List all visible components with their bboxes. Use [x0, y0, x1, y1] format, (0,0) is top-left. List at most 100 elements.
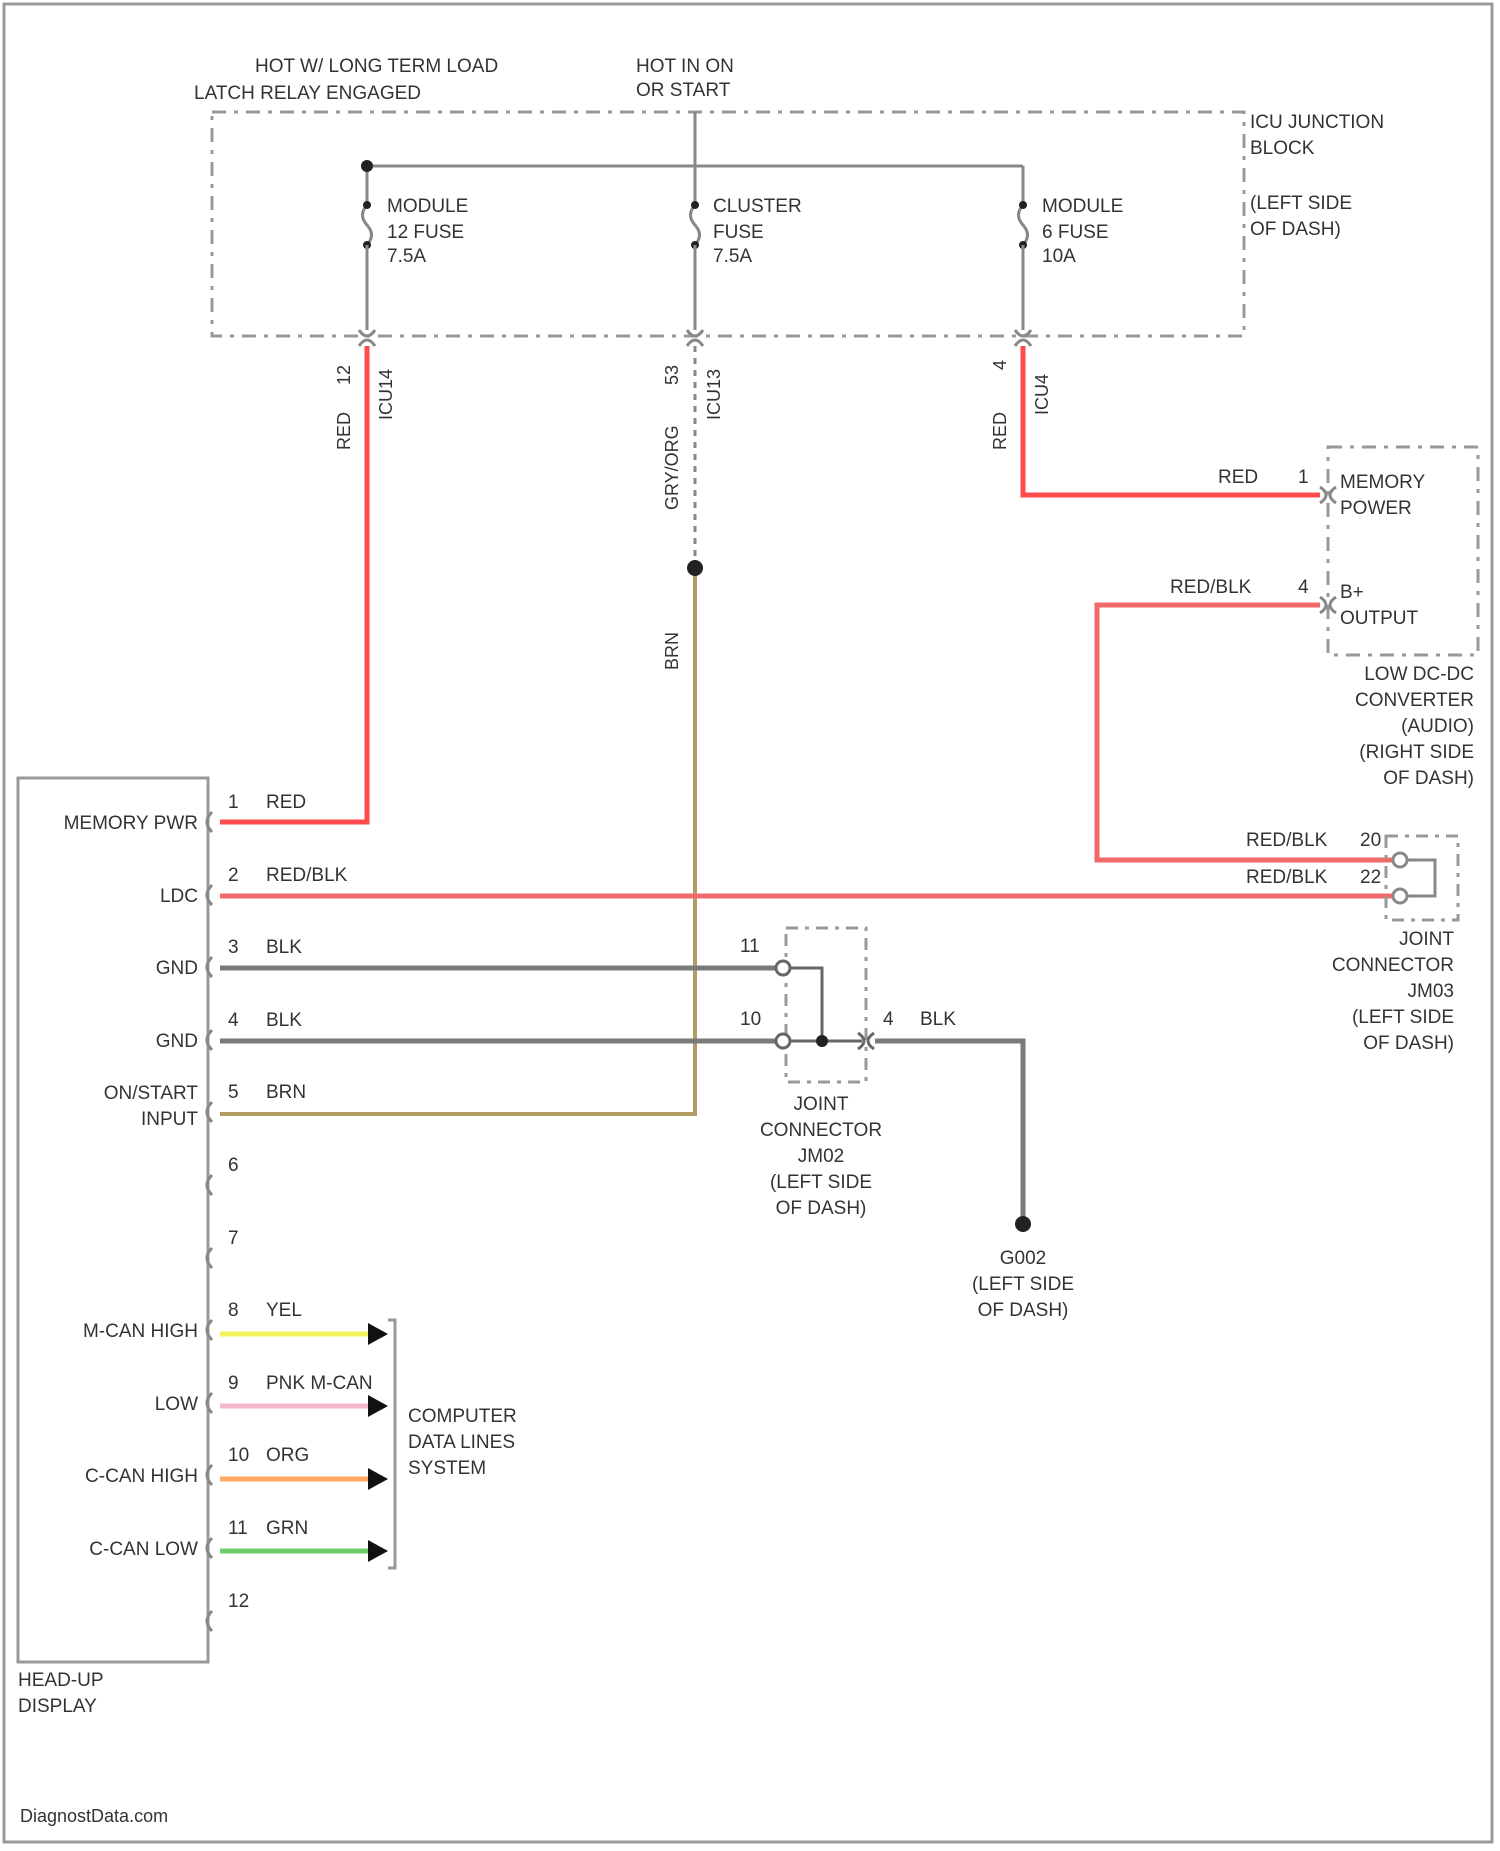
fuse-2-line-3: 7.5A: [713, 246, 752, 267]
hud-pin-label: INPUT: [141, 1109, 198, 1130]
junction-location-2: OF DASH): [1250, 219, 1341, 240]
hud-pin-wire: BLK: [266, 1010, 302, 1031]
out-3-pin: 4: [990, 360, 1010, 370]
ground-point: [1015, 1216, 1031, 1232]
terminal-icu13: [687, 330, 703, 346]
hud-pin-wire: RED: [266, 792, 306, 813]
hud-pin-label: MEMORY PWR: [64, 813, 198, 834]
junction-location-1: (LEFT SIDE: [1250, 193, 1352, 214]
fuse-2-line-2: FUSE: [713, 222, 764, 243]
data-system-3: SYSTEM: [408, 1458, 486, 1479]
junction-title-1: ICU JUNCTION: [1250, 112, 1384, 133]
out-1-connector: ICU14: [376, 369, 396, 420]
converter-pin2-label-1: B+: [1340, 582, 1364, 603]
wire-blk-to-ground: [875, 1041, 1023, 1222]
converter-pin1-label-1: MEMORY: [1340, 472, 1425, 493]
hud-pin-label: GND: [156, 958, 198, 979]
watermark: DiagnostData.com: [20, 1806, 168, 1826]
out-3-connector: ICU4: [1032, 374, 1052, 415]
hud-pin-number: 8: [228, 1300, 239, 1321]
joint-mid-name-2: CONNECTOR: [760, 1120, 882, 1141]
joint-right-name-3: JM03: [1408, 981, 1454, 1002]
hud-pin-number: 12: [228, 1591, 249, 1612]
hud-pin-label: C-CAN HIGH: [85, 1466, 198, 1487]
hud-pin-number: 3: [228, 937, 239, 958]
hud-pin-number: 1: [228, 792, 239, 813]
hud-pin-label: ON/START: [104, 1083, 199, 1104]
feed-mid-line-1: HOT IN ON: [636, 56, 734, 77]
terminal-icu14: [359, 330, 375, 346]
joint-right-name-5: OF DASH): [1363, 1033, 1454, 1054]
hud-pin-label: LDC: [160, 886, 198, 907]
hud-pin-label: C-CAN LOW: [89, 1539, 198, 1560]
data-lines-bracket: [388, 1320, 395, 1568]
fuse-1-line-3: 7.5A: [387, 246, 426, 267]
terminal-icu4: [1015, 330, 1031, 346]
hud-pin-wire: ORG: [266, 1445, 309, 1466]
joint-right-name-1: JOINT: [1399, 929, 1454, 950]
converter-name-2: CONVERTER: [1355, 690, 1474, 711]
fuse-3-line-3: 10A: [1042, 246, 1076, 267]
joint-mid-box: [786, 928, 866, 1082]
fuse-module-6: [1019, 201, 1028, 330]
hud-pin-number: 2: [228, 865, 239, 886]
hud-name-1: HEAD-UP: [18, 1670, 104, 1691]
converter-pin2-label-2: OUTPUT: [1340, 608, 1419, 629]
joint-mid-bridge: [780, 968, 862, 1041]
joint-mid-num-4: 4: [883, 1009, 894, 1030]
outer-frame: [4, 4, 1492, 1842]
hud-pin-wire: PNK M-CAN: [266, 1373, 373, 1394]
hud-pin-wire: BRN: [266, 1082, 306, 1103]
joint-mid-name-3: JM02: [798, 1146, 844, 1167]
hud-pin-number: 11: [228, 1518, 248, 1539]
joint-mid-name-4: (LEFT SIDE: [770, 1172, 872, 1193]
junction-title-2: BLOCK: [1250, 138, 1315, 159]
hud-pin-label: M-CAN HIGH: [83, 1321, 198, 1342]
fuse-3-line-2: 6 FUSE: [1042, 222, 1109, 243]
converter-pin2-wire: RED/BLK: [1170, 577, 1252, 598]
joint-right-name-2: CONNECTOR: [1332, 955, 1454, 976]
converter-pin1-label-2: POWER: [1340, 498, 1412, 519]
joint-mid-name-5: OF DASH): [776, 1198, 867, 1219]
joint-mid-num-10: 10: [740, 1009, 761, 1030]
converter-pin1-wire: RED: [1218, 467, 1258, 488]
arrow-yel: [368, 1323, 388, 1345]
hud-pin-number: 9: [228, 1373, 239, 1394]
joint-right-wire-1: RED/BLK: [1246, 830, 1328, 851]
joint-right-wire-2: RED/BLK: [1246, 867, 1328, 888]
arrow-pnk: [368, 1395, 388, 1417]
hud-pin-wire: GRN: [266, 1518, 308, 1539]
data-system-1: COMPUTER: [408, 1406, 517, 1427]
arrow-grn: [368, 1540, 388, 1562]
hud-pins: 1REDMEMORY PWR2RED/BLKLDC3BLKGND4BLKGND5…: [64, 792, 373, 1631]
bus-junction-dot: [361, 160, 373, 172]
converter-name-1: LOW DC-DC: [1364, 664, 1474, 685]
joint-mid-pin-10: [776, 1034, 790, 1048]
data-system-2: DATA LINES: [408, 1432, 515, 1453]
feed-left-line-2: LATCH RELAY ENGAGED: [194, 83, 421, 104]
hud-pin-number: 5: [228, 1082, 239, 1103]
fuse-1-line-1: MODULE: [387, 196, 468, 217]
out-1-pin: 12: [334, 365, 354, 385]
joint-mid-splice: [816, 1035, 828, 1047]
joint-right-pin-22: [1393, 889, 1407, 903]
arrow-org: [368, 1468, 388, 1490]
wire-redblk-b-output: [1097, 605, 1400, 860]
joint-mid-wire-4: BLK: [920, 1009, 956, 1030]
brn-wire-label: BRN: [662, 632, 682, 670]
converter-name-5: OF DASH): [1383, 768, 1474, 789]
out-1-wire: RED: [334, 412, 354, 450]
joint-right-box: [1386, 836, 1458, 920]
joint-mid-name-1: JOINT: [794, 1094, 849, 1115]
wire-red-memory-power: [1023, 346, 1320, 495]
joint-right-num-1: 20: [1360, 830, 1381, 851]
hud-pin-wire: BLK: [266, 937, 302, 958]
hud-pin-number: 4: [228, 1010, 239, 1031]
hud-pin-number: 6: [228, 1155, 239, 1176]
out-2-connector: ICU13: [704, 369, 724, 420]
fuse-2-line-1: CLUSTER: [713, 196, 802, 217]
fuse-cluster: [691, 201, 700, 330]
fuse-3-line-1: MODULE: [1042, 196, 1123, 217]
